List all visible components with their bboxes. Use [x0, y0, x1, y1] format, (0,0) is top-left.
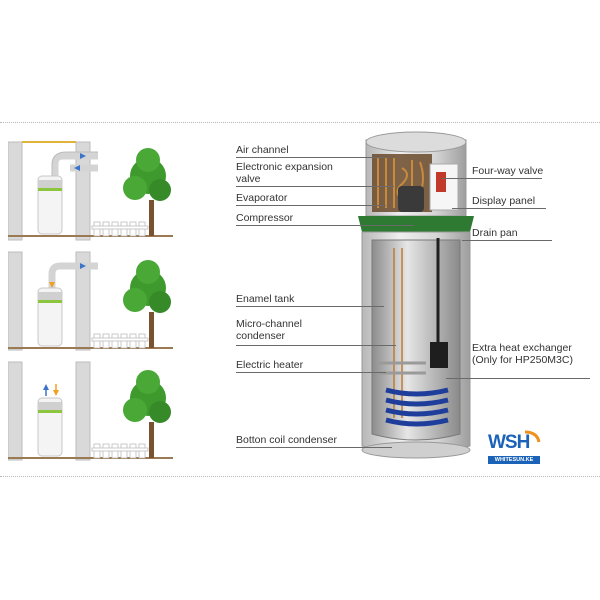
- leader-enamel-tank: [236, 306, 384, 307]
- leader-electric-heater: [236, 372, 386, 373]
- leader-micro-channel-condenser: [236, 345, 396, 346]
- bottom-dotted-divider: [0, 476, 600, 477]
- label-compressor: Compressor: [236, 212, 294, 224]
- label-electronic-expansion-valve: Electronic expansion valve: [236, 161, 333, 185]
- leader-air-channel: [236, 157, 386, 158]
- installation-ducted-out: [8, 248, 173, 354]
- installation-ducted-in-out: [8, 136, 173, 242]
- heat-pump-cutaway: [226, 128, 596, 473]
- whitesun-logo: WSH WHITESUN.KE: [485, 430, 543, 466]
- label-four-way-valve: Four-way valve: [472, 165, 544, 177]
- installation-no-duct: [8, 358, 173, 464]
- label-drain-pan: Drain pan: [472, 227, 518, 239]
- leader-drain-pan: [462, 240, 552, 241]
- label-micro-channel-condenser: Micro-channel condenser: [236, 318, 302, 342]
- label-evaporator: Evaporator: [236, 192, 288, 204]
- label-air-channel: Air channel: [236, 144, 289, 156]
- leader-compressor: [236, 225, 414, 226]
- leader-display-panel: [452, 208, 546, 209]
- label-enamel-tank: Enamel tank: [236, 293, 295, 305]
- leader-electronic-expansion-valve: [236, 186, 394, 187]
- logo-text: WSH: [488, 432, 530, 453]
- label-display-panel: Display panel: [472, 195, 536, 207]
- label-bottom-coil-condenser: Botton coil condenser: [236, 434, 337, 446]
- leader-extra-heat-exchanger: [446, 378, 590, 379]
- leader-bottom-coil-condenser: [236, 447, 392, 448]
- label-electric-heater: Electric heater: [236, 359, 304, 371]
- logo-subtext: WHITESUN.KE: [488, 456, 540, 464]
- top-dotted-divider: [0, 122, 600, 123]
- label-extra-heat-exchanger: Extra heat exchanger (Only for HP250M3C): [472, 342, 573, 366]
- leader-four-way-valve: [442, 178, 542, 179]
- leader-evaporator: [236, 205, 386, 206]
